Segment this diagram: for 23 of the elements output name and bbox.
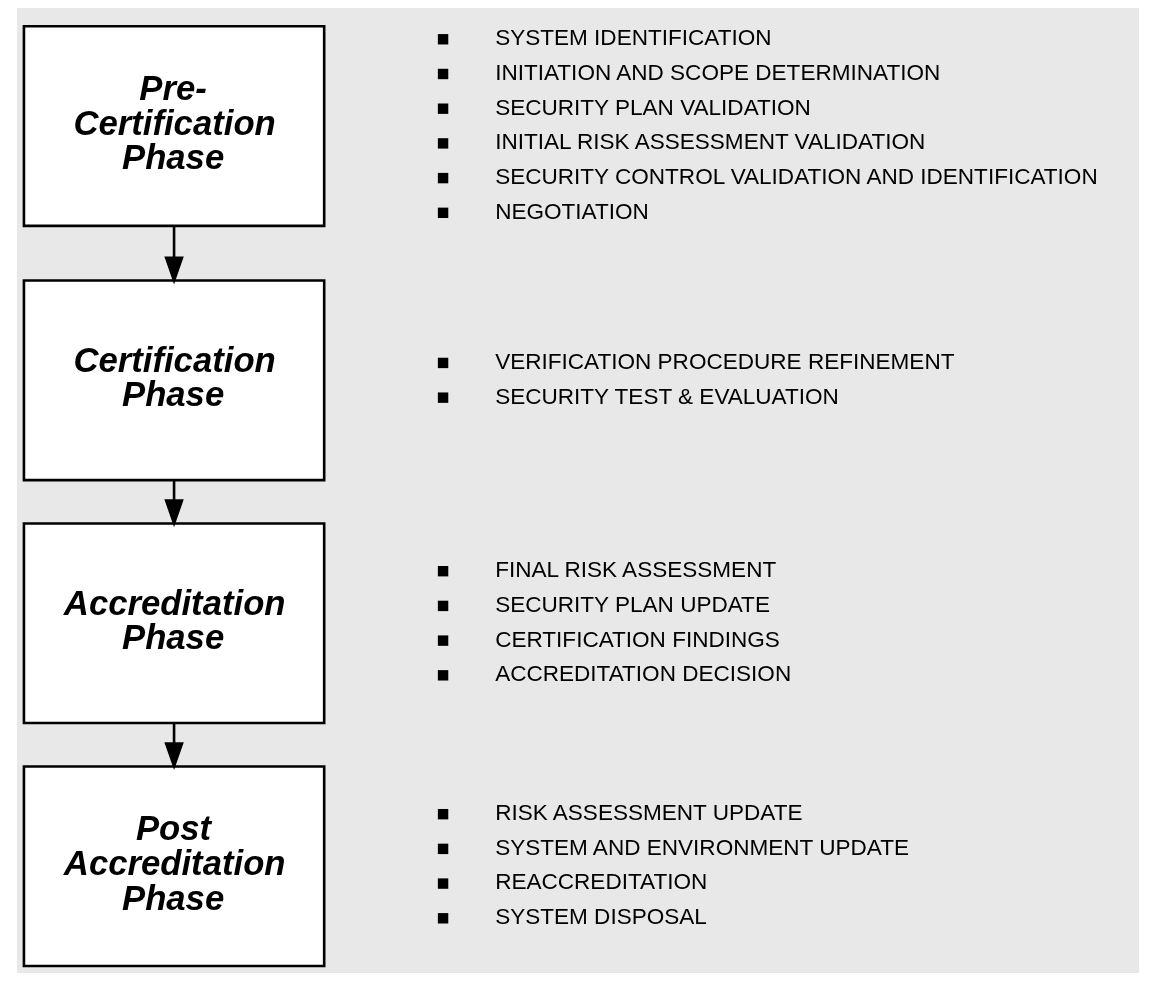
- node-label: INITIAL RISK ASSESSMENT VALIDATION: [495, 129, 926, 155]
- node-label: RISK ASSESSMENT UPDATE: [495, 800, 803, 826]
- node-label: NEGOTIATION: [495, 198, 649, 224]
- node-label: SECURITY CONTROL VALIDATION AND IDENTIFICATION: [495, 164, 1098, 190]
- node-box: Pre-Certification Phase: [22, 24, 326, 228]
- node-label: REACCREDITATION: [495, 869, 708, 895]
- node-label: SYSTEM DISPOSAL: [495, 904, 707, 930]
- node-box: Post Accreditation Phase: [22, 765, 326, 968]
- node-label: FINAL RISK ASSESSMENT: [495, 557, 777, 583]
- node-label: VERIFICATION PROCEDURE REFINEMENT: [495, 348, 955, 374]
- node-box: Accreditation Phase: [22, 522, 326, 725]
- arrow: [164, 723, 184, 771]
- arrow: [164, 480, 184, 528]
- node-label: SECURITY PLAN UPDATE: [495, 591, 770, 617]
- arrow: [164, 226, 184, 285]
- node-label: ACCREDITATION DECISION: [495, 661, 792, 687]
- node-label: CERTIFICATION FINDINGS: [495, 626, 780, 652]
- node-label: SYSTEM AND ENVIRONMENT UPDATE: [495, 834, 909, 860]
- node-box: Certification Phase: [22, 279, 326, 482]
- node-label: SYSTEM IDENTIFICATION: [495, 25, 772, 51]
- node-label: INITIATION AND SCOPE DETERMINATION: [495, 59, 941, 85]
- node-label: SECURITY TEST & EVALUATION: [495, 383, 839, 409]
- node-label: SECURITY PLAN VALIDATION: [495, 94, 811, 120]
